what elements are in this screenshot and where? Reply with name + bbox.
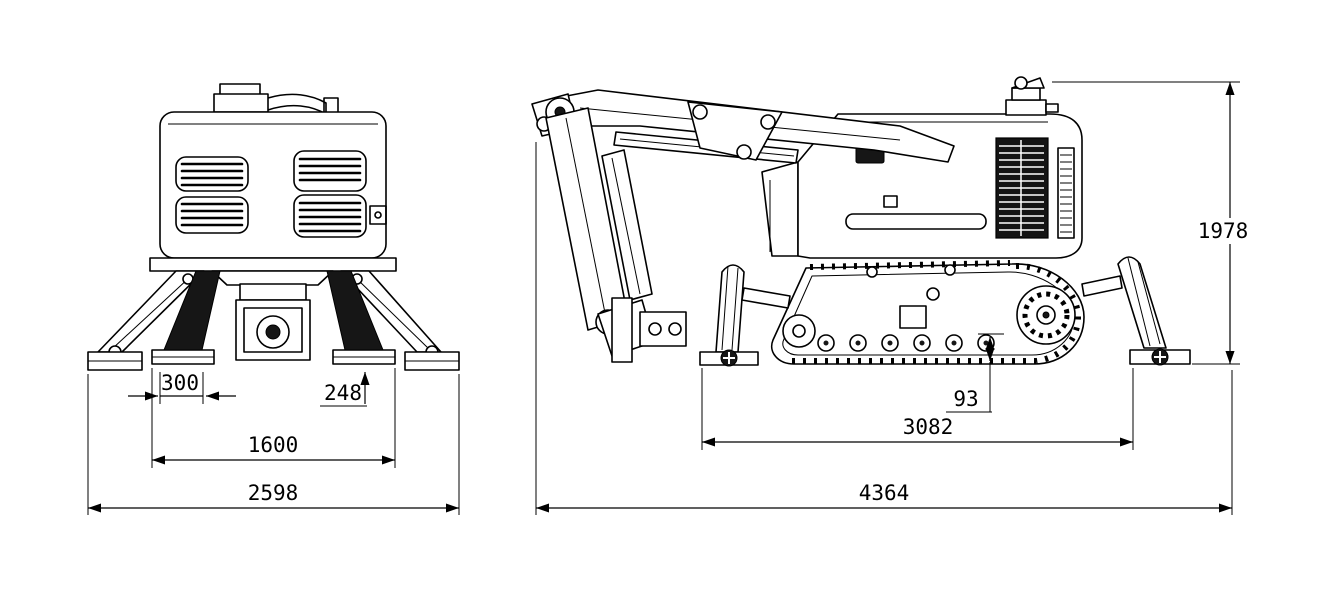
front-louver-panel-right-lower — [293, 194, 367, 238]
side-sprocket-teeth — [1022, 291, 1070, 339]
front-latch-knob — [374, 211, 382, 219]
dim-1600-label: 1600 — [248, 433, 299, 457]
front-louver-panel-right-upper — [293, 150, 367, 192]
side-fitting — [883, 195, 898, 208]
side-outrigger-rear — [1117, 256, 1167, 349]
side-idler-inner — [792, 324, 806, 338]
front-latch — [369, 205, 387, 225]
dim-4364-label: 4364 — [859, 481, 910, 505]
side-track-cleats-top — [809, 260, 1011, 270]
side-tool-pin-b — [668, 322, 682, 336]
front-view — [87, 83, 460, 371]
dim-3082-label: 3082 — [903, 415, 954, 439]
front-louver-slats-right — [298, 157, 362, 233]
front-turret-plate — [239, 283, 307, 301]
side-outrigger-front-screw-cross — [723, 352, 735, 364]
side-vent-main-slats — [999, 140, 1044, 236]
front-louver-panel-left-upper — [175, 156, 249, 192]
side-idler-outer — [782, 314, 816, 348]
front-turret-ring — [256, 315, 290, 349]
dim-93-label: 93 — [953, 387, 978, 411]
side-outrigger-rear-lines — [1127, 257, 1161, 347]
front-turret-hub — [265, 324, 281, 340]
side-outrigger-front-lines — [721, 265, 739, 351]
side-boom-mount — [761, 161, 799, 257]
front-louver-slats-left — [180, 162, 244, 227]
side-boom-cylinder-lower-line — [611, 157, 641, 295]
side-vent-right — [1057, 147, 1075, 239]
side-outrigger-rear-screw-cross — [1154, 351, 1166, 363]
front-base-bracket — [211, 270, 334, 286]
side-beacon-mid — [1011, 87, 1041, 101]
side-top-roller-left — [866, 266, 878, 278]
side-view — [531, 76, 1191, 367]
dim-1978-label-bg — [1194, 218, 1254, 244]
side-boom-lower-line — [565, 117, 607, 319]
dim-2598-label: 2598 — [248, 481, 299, 505]
side-beacon-base — [1005, 99, 1047, 116]
side-top-roller-right — [944, 264, 956, 276]
side-handle-bar — [845, 213, 987, 230]
side-track-frame — [899, 305, 927, 329]
side-link-pin-a — [692, 104, 708, 120]
side-outrigger-front — [715, 264, 745, 353]
side-sprocket-center — [1042, 311, 1050, 319]
side-vent-right-slats — [1060, 154, 1072, 233]
side-tool-pin-a — [648, 322, 662, 336]
side-track-cleats-curve — [1015, 262, 1082, 364]
side-frame-pin — [926, 287, 940, 301]
side-boom-cylinder-lower — [601, 149, 653, 301]
side-link-pin-b — [760, 114, 776, 130]
dim-300-label: 300 — [161, 371, 199, 395]
front-turret-inner — [243, 307, 303, 353]
side-beacon-lamp — [1014, 76, 1028, 90]
front-louver-panel-left-lower — [175, 196, 249, 234]
side-track-inner — [782, 271, 1075, 356]
side-dimensions: 93 3082 4364 1978 — [535, 81, 1254, 515]
side-track-outline — [771, 263, 1085, 365]
front-outrigger-right-inner — [326, 270, 384, 351]
dim-248-label: 248 — [324, 381, 362, 405]
side-outrigger-rear-link — [1081, 275, 1123, 297]
front-dimensions: 300 248 1600 2598 — [87, 368, 460, 515]
front-base-plate — [149, 257, 397, 272]
front-outrigger-left-inner — [163, 270, 221, 351]
front-outrigger-left-outer-line — [111, 276, 191, 350]
side-boom-link-plate — [687, 101, 783, 161]
road-wheel-hubs — [823, 340, 989, 346]
side-link-pin-c — [736, 144, 752, 160]
dim-1978-label: 1978 — [1198, 219, 1249, 243]
side-outrigger-front-link — [741, 287, 791, 309]
side-beacon-pipe — [1045, 103, 1059, 113]
side-tool-plate — [611, 297, 633, 363]
front-outrigger-right-outer-line — [354, 276, 430, 350]
